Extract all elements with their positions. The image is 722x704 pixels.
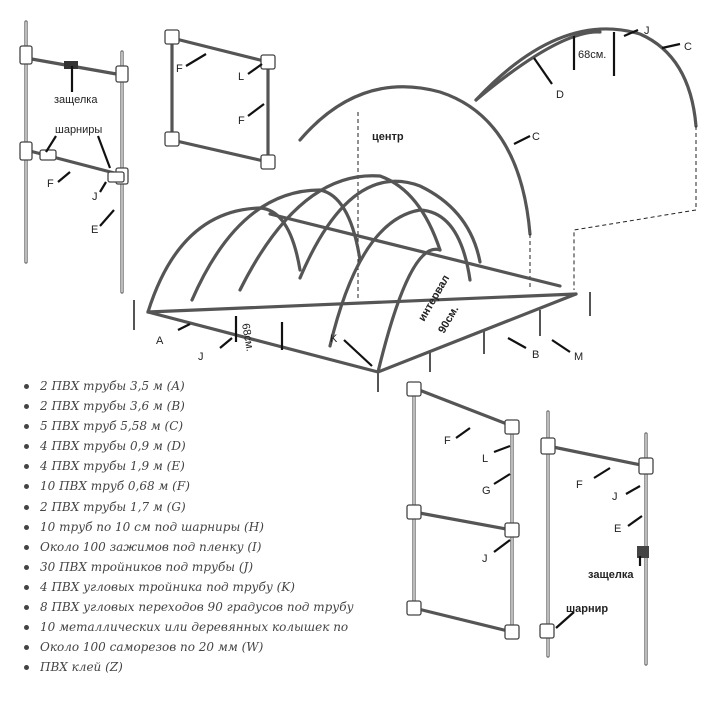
- parts-list-item: 2 ПВХ трубы 1,7 м (G): [22, 497, 354, 517]
- label-J-1: J: [92, 191, 98, 203]
- label-J-4: J: [482, 553, 488, 565]
- parts-list: 2 ПВХ трубы 3,5 м (A) 2 ПВХ трубы 3,6 м …: [22, 376, 354, 677]
- label-latch-bottom: защелка: [588, 569, 634, 581]
- label-J-5: J: [612, 491, 618, 503]
- parts-list-item: 4 ПВХ угловых тройника под трубу (K): [22, 577, 354, 597]
- parts-list-item: 4 ПВХ трубы 1,9 м (E): [22, 456, 354, 476]
- label-M: M: [574, 351, 583, 363]
- label-L-2: L: [482, 453, 488, 465]
- parts-list-item: Около 100 саморезов по 20 мм (W): [22, 637, 354, 657]
- label-F-3: F: [238, 115, 245, 127]
- label-F-4: F: [444, 435, 451, 447]
- door-hinge-assembly-top: [19, 20, 129, 294]
- label-68-top: 68см.: [578, 49, 606, 61]
- greenhouse-body: [133, 174, 591, 392]
- parts-list-item: 30 ПВХ тройников под трубы (J): [22, 557, 354, 577]
- label-F-2: F: [176, 63, 183, 75]
- label-K: K: [330, 333, 338, 345]
- label-hinges: шарниры: [55, 124, 102, 136]
- label-B: B: [532, 349, 539, 361]
- parts-list-item: 4 ПВХ трубы 0,9 м (D): [22, 436, 354, 456]
- label-A: A: [156, 335, 164, 347]
- parts-list-item: 5 ПВХ труб 5,58 м (C): [22, 416, 354, 436]
- door-hinge-assembly-bottom: [539, 410, 654, 666]
- label-L-1: L: [238, 71, 244, 83]
- label-F-5: F: [576, 479, 583, 491]
- label-latch-top: защелка: [54, 94, 98, 106]
- small-frame: [164, 29, 276, 170]
- arch-detail: [298, 27, 698, 298]
- parts-list-item: 10 ПВХ труб 0,68 м (F): [22, 476, 354, 496]
- label-center: центр: [372, 131, 404, 143]
- label-E-2: E: [614, 523, 621, 535]
- parts-list-item: 2 ПВХ трубы 3,6 м (B): [22, 396, 354, 416]
- label-J-2: J: [644, 25, 650, 37]
- label-E-1: E: [91, 224, 98, 236]
- parts-list-item: 2 ПВХ трубы 3,5 м (A): [22, 376, 354, 396]
- parts-list-item: 10 металлических или деревянных колышек …: [22, 617, 354, 637]
- parts-list-item: Около 100 зажимов под пленку (I): [22, 537, 354, 557]
- parts-list-item: ПВХ клей (Z): [22, 657, 354, 677]
- parts-list-item: 10 труб по 10 см под шарниры (H): [22, 517, 354, 537]
- label-F-1: F: [47, 178, 54, 190]
- label-68-mid: 68см.: [239, 322, 256, 352]
- label-G: G: [482, 485, 491, 497]
- door-frame: [406, 381, 520, 640]
- label-J-3: J: [198, 351, 204, 363]
- label-D-1: D: [556, 89, 564, 101]
- label-C-1: C: [532, 131, 540, 143]
- label-C-2: C: [684, 41, 692, 53]
- label-hinge: шарнир: [566, 603, 608, 615]
- label-interval-value: 90см.: [436, 304, 461, 336]
- parts-list-item: 8 ПВХ угловых переходов 90 градусов под …: [22, 597, 354, 617]
